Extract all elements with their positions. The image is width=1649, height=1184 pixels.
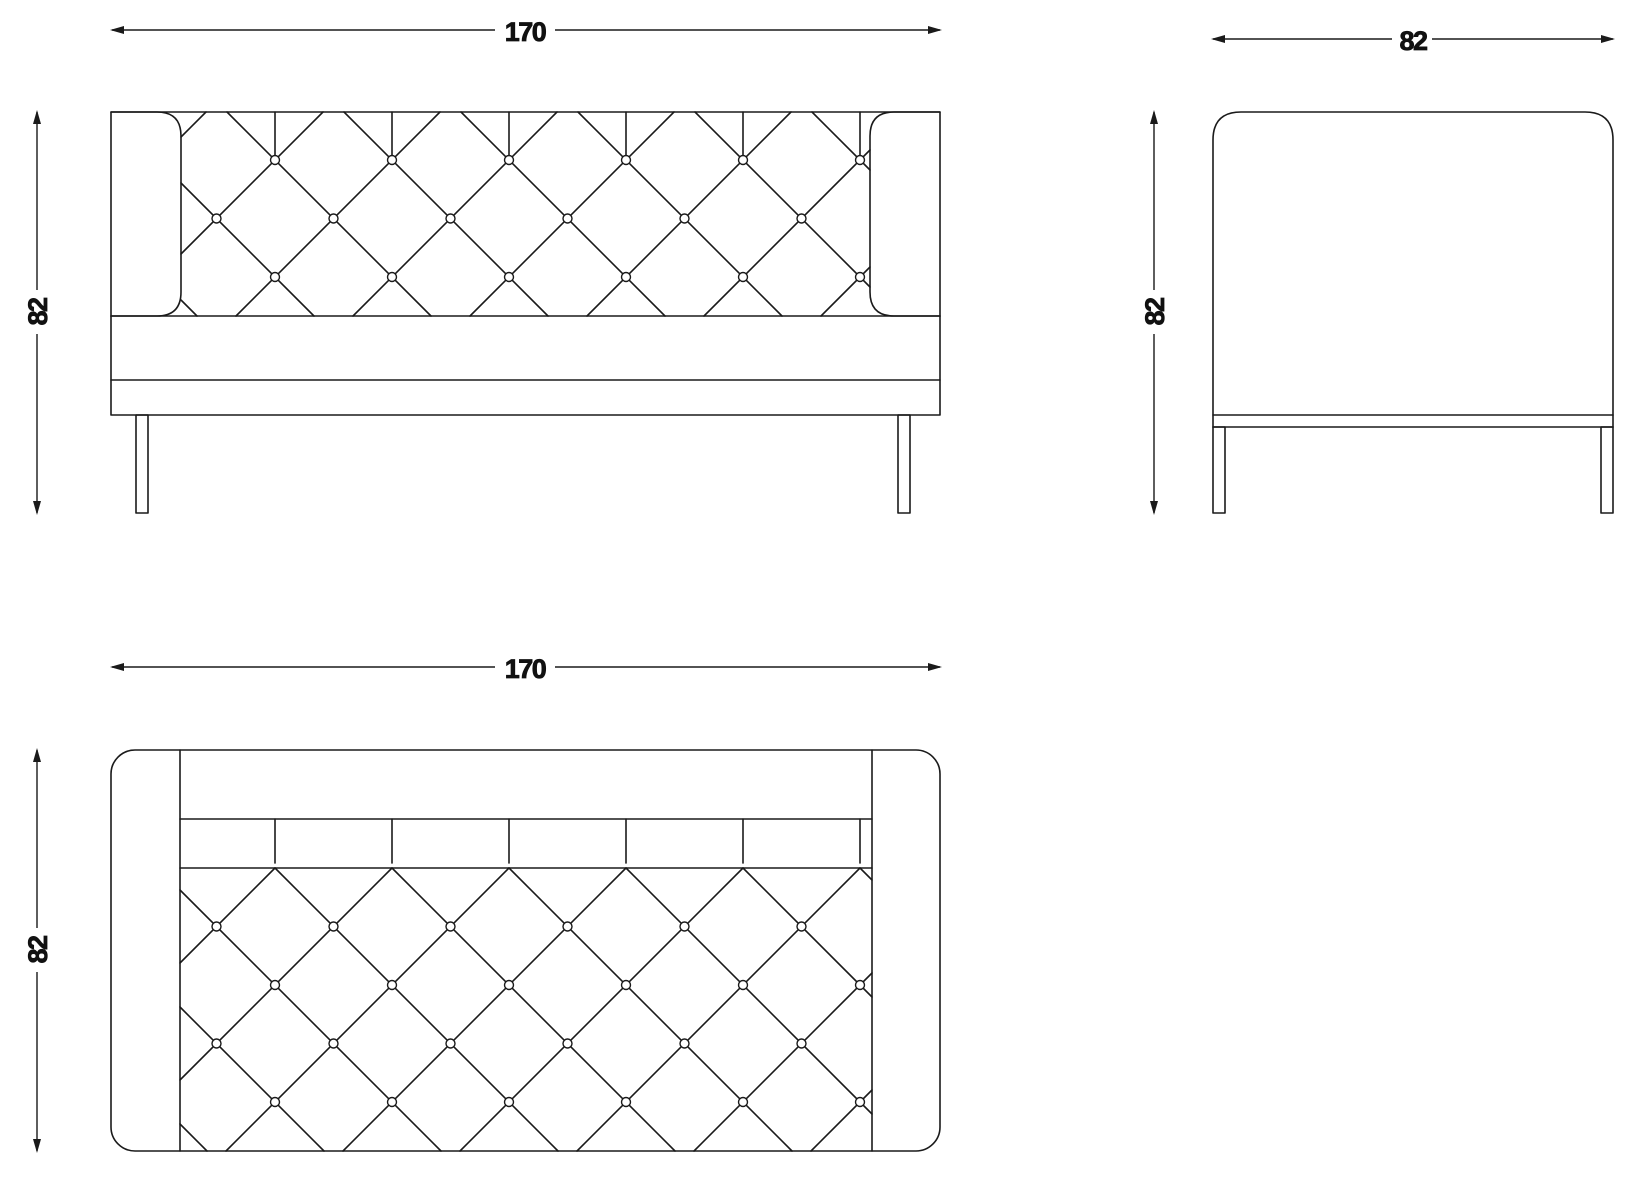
side-outline <box>1212 111 1614 416</box>
top-seam <box>274 867 559 1152</box>
top-tuft-button <box>386 1096 398 1108</box>
top-tuft-button <box>328 921 339 932</box>
top-tuft-button <box>620 979 632 991</box>
front-tuft-button <box>796 213 807 224</box>
front-tuft-button <box>620 154 632 166</box>
front-seam <box>577 111 783 317</box>
front-seam <box>343 111 549 317</box>
front-tuft-button <box>386 154 398 166</box>
top-seam <box>693 972 873 1152</box>
front-tuft-button <box>737 271 749 283</box>
front-backrest-tufting <box>180 111 871 317</box>
front-tuft-button <box>737 154 749 166</box>
top-seam <box>179 867 276 964</box>
front-width-label: 170 <box>505 17 546 47</box>
top-outline <box>110 749 941 1152</box>
top-seam <box>179 889 442 1152</box>
front-tuft-button <box>620 271 632 283</box>
top-seam <box>625 867 873 1115</box>
top-tuft-button <box>211 1038 222 1049</box>
side-right-leg <box>1600 426 1614 514</box>
top-tuft-button <box>269 1096 281 1108</box>
side-height-label: 82 <box>1140 298 1170 326</box>
top-tuft-button <box>854 979 866 991</box>
side-depth-dimension: 82 <box>1211 24 1615 56</box>
front-seam <box>180 111 324 255</box>
top-seam <box>742 867 873 998</box>
top-tuft-button <box>679 1038 690 1049</box>
top-seam <box>576 867 861 1152</box>
top-tuft-button <box>269 979 281 991</box>
top-seam <box>342 867 627 1152</box>
front-tuft-button <box>562 213 573 224</box>
top-tuft-button <box>445 921 456 932</box>
top-seam <box>179 1123 208 1152</box>
top-seam <box>391 867 676 1152</box>
front-tuft-button <box>211 213 222 224</box>
top-tuft-button <box>796 921 807 932</box>
front-seam <box>180 111 207 138</box>
top-tuft-button <box>328 1038 339 1049</box>
top-depth-dimension: 82 <box>22 748 53 1153</box>
front-seam <box>469 111 675 317</box>
side-height-dimension: 82 <box>1139 110 1170 515</box>
top-tuft-button <box>503 1096 515 1108</box>
front-tuft-button <box>503 271 515 283</box>
top-seam <box>225 867 510 1152</box>
front-left-leg <box>135 414 149 514</box>
top-tuft-button <box>854 1096 866 1108</box>
front-seam <box>694 111 871 288</box>
front-width-dimension: 170 <box>110 14 942 47</box>
top-depth-label: 82 <box>23 936 53 964</box>
front-seam <box>180 182 315 317</box>
front-tuft-button <box>328 213 339 224</box>
front-seam <box>460 111 666 317</box>
front-tuft-button <box>269 271 281 283</box>
top-seam <box>179 867 393 1081</box>
top-width-dimension: 170 <box>110 651 942 684</box>
top-tuft-button <box>737 1096 749 1108</box>
front-seam <box>352 111 558 317</box>
front-outline <box>110 111 941 416</box>
top-view: 170 82 <box>22 651 942 1153</box>
front-right-arm <box>869 111 941 317</box>
front-height-label: 82 <box>23 298 53 326</box>
front-tuft-button <box>269 154 281 166</box>
front-tuft-button <box>386 271 398 283</box>
top-seat-tufting <box>179 818 873 1152</box>
front-tuft-button <box>503 154 515 166</box>
top-tuft-button <box>620 1096 632 1108</box>
top-tuft-button <box>737 979 749 991</box>
front-seam <box>235 111 441 317</box>
top-seam <box>508 867 793 1152</box>
front-seam <box>180 299 198 317</box>
top-seam <box>859 867 873 881</box>
front-seam <box>586 111 792 317</box>
top-tuft-button <box>679 921 690 932</box>
top-tuft-button <box>562 1038 573 1049</box>
top-seam <box>459 867 744 1152</box>
front-tuft-button <box>445 213 456 224</box>
side-view: 82 82 <box>1139 24 1615 515</box>
front-tuft-button <box>854 154 866 166</box>
top-tuft-button <box>562 921 573 932</box>
front-seam <box>703 149 871 317</box>
top-tuft-button <box>211 921 222 932</box>
side-left-leg <box>1212 426 1226 514</box>
top-tuft-button <box>445 1038 456 1049</box>
front-left-arm <box>110 111 182 317</box>
side-depth-label: 82 <box>1399 26 1427 56</box>
front-seam <box>226 111 432 317</box>
front-view: 170 82 <box>22 14 942 515</box>
front-height-dimension: 82 <box>22 110 53 515</box>
front-right-leg <box>897 414 911 514</box>
top-tuft-button <box>386 979 398 991</box>
front-tuft-button <box>854 271 866 283</box>
top-width-label: 170 <box>505 654 546 684</box>
front-tuft-button <box>679 213 690 224</box>
top-tuft-button <box>796 1038 807 1049</box>
top-seam <box>179 1006 325 1152</box>
top-tuft-button <box>503 979 515 991</box>
